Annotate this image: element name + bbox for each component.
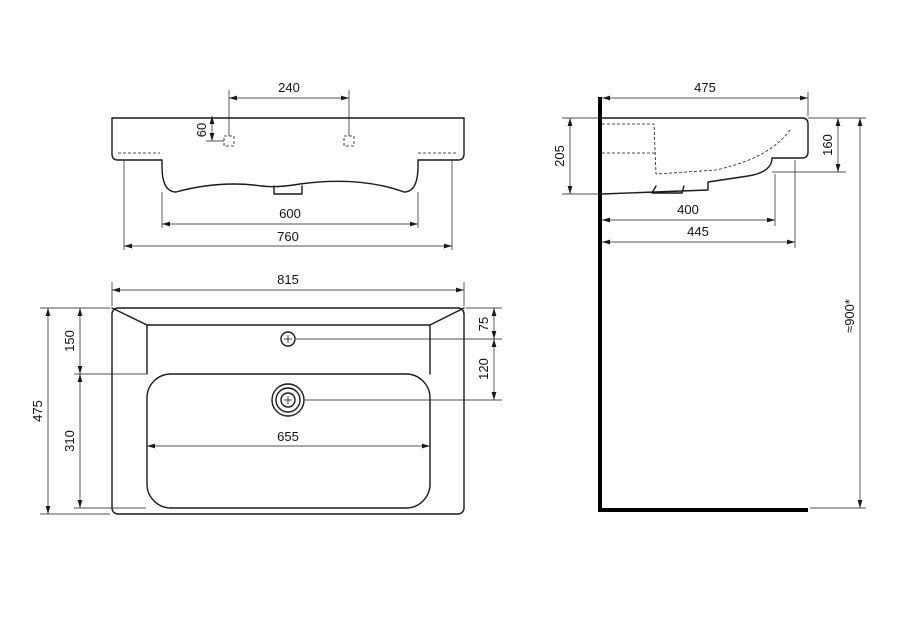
mounting-wall: [598, 97, 808, 512]
dim-tap-to-drain-label: 120: [476, 358, 491, 380]
dim-overall-width-label: 815: [277, 272, 299, 287]
dim-total-height: 205: [552, 117, 600, 195]
front-basin-outline: [111, 117, 465, 193]
front-drain: [273, 185, 303, 195]
front-view: 240 60 600 760: [111, 80, 465, 250]
dim-overall-depth-label: 475: [30, 400, 45, 422]
tap-hole-right-icon: [343, 135, 355, 147]
dim-mount-height-label: ≈900*: [842, 299, 857, 333]
dim-rim-front-label: 150: [62, 330, 77, 352]
dim-cabinet-width: 600: [161, 192, 419, 228]
dim-tap-offset: 75: [296, 307, 502, 340]
dim-bowl-depth-label: 310: [62, 430, 77, 452]
dim-mount-height: ≈900*: [810, 117, 866, 509]
dim-bowl-width: 655: [147, 429, 430, 449]
top-basin-outline: [111, 307, 465, 515]
dim-rim-height-label: 160: [820, 134, 835, 156]
dim-total-height-label: 205: [552, 145, 567, 167]
dim-tap-spacing-label: 240: [278, 80, 300, 95]
dim-tap-height-label: 60: [194, 123, 209, 137]
dim-side-depth: 475: [602, 80, 809, 116]
dim-overall-depth: 475: [30, 307, 110, 515]
dim-rim-height: 160: [772, 117, 846, 173]
tap-hole-icon: [280, 331, 296, 347]
dim-fixing-depth: 400: [602, 174, 776, 226]
top-inner-rim: [111, 307, 465, 375]
dim-fixing-width-label: 760: [277, 229, 299, 244]
drain-icon: [271, 383, 305, 417]
tap-hole-left-icon: [223, 135, 235, 147]
dim-rim-front: 150: [62, 308, 146, 375]
side-view: 475 205 160 400 445: [552, 80, 866, 512]
dim-waste-depth-label: 445: [687, 224, 709, 239]
dim-overall-width: 815: [111, 272, 465, 306]
dim-fixing-depth-label: 400: [677, 202, 699, 217]
bowl-outline: [146, 373, 431, 509]
dim-tap-height: 60: [194, 116, 215, 141]
dim-tap-spacing: 240: [228, 80, 350, 136]
dim-cabinet-width-label: 600: [279, 206, 301, 221]
side-drain: [651, 185, 685, 194]
dim-bowl-width-label: 655: [277, 429, 299, 444]
dim-side-depth-label: 475: [694, 80, 716, 95]
dim-tap-to-drain: 120: [305, 339, 502, 401]
dim-tap-offset-label: 75: [476, 317, 491, 331]
top-view: 815 475 150 310 655: [30, 272, 502, 515]
side-inner-bowl-dash: [602, 123, 791, 175]
side-basin-outline: [601, 117, 809, 195]
dim-fixing-width: 760: [123, 160, 453, 250]
dim-bowl-depth: 310: [62, 374, 146, 509]
dim-waste-depth: 445: [602, 160, 796, 248]
